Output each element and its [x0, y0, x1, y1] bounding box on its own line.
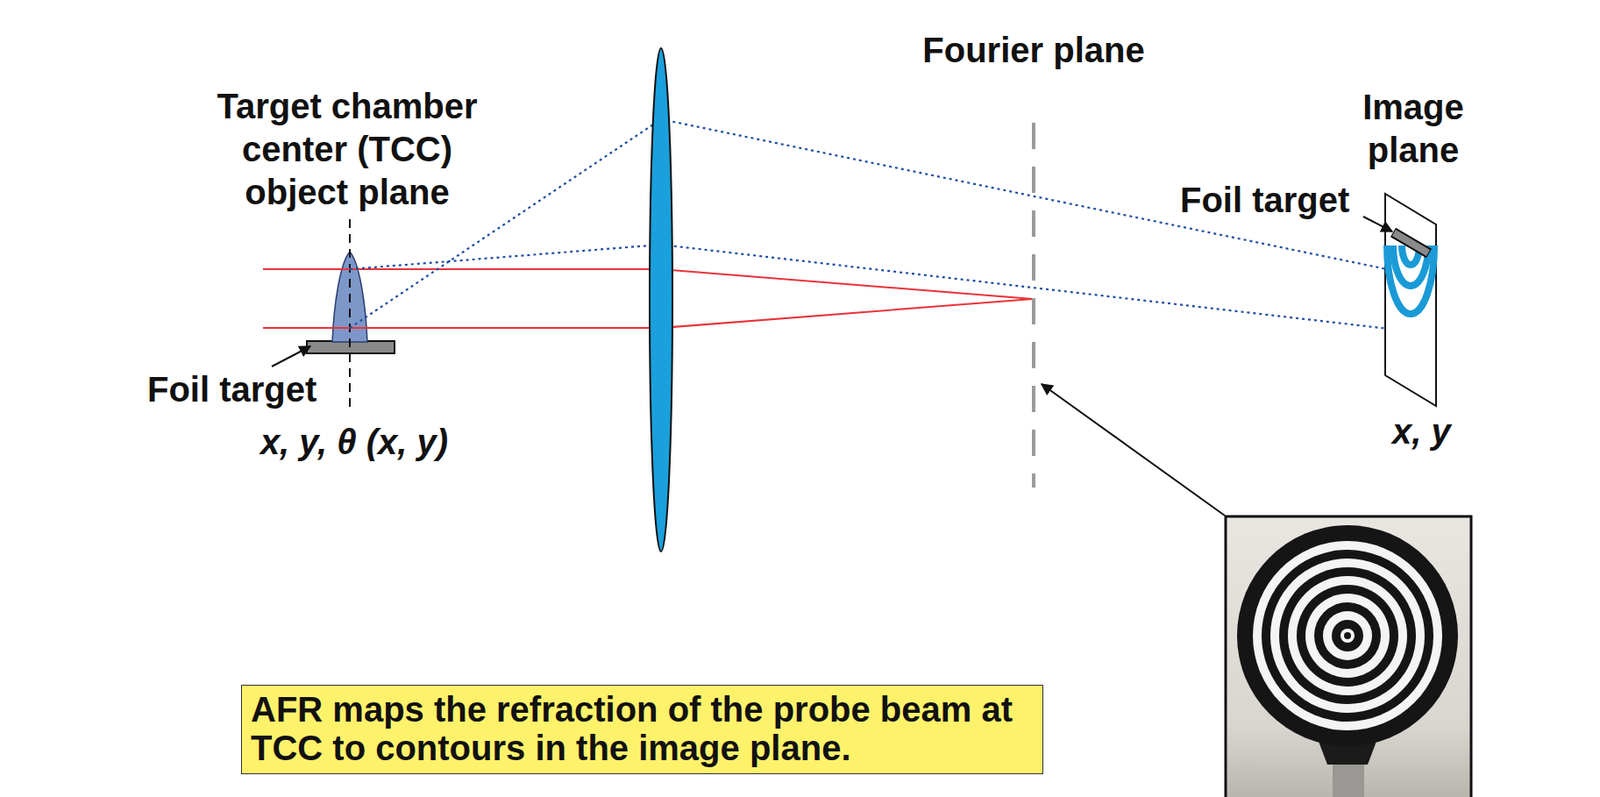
image-plane: [1385, 193, 1437, 406]
mask-ring: [1331, 619, 1364, 652]
plane-label: Target chamber center (TCC) object plane: [198, 85, 497, 214]
mask-ring: [1305, 593, 1390, 678]
plane-label: Image plane: [1343, 85, 1484, 172]
coordinate-label: x, y: [1392, 410, 1451, 454]
probe-ray: [263, 298, 1033, 328]
part-label: Foil target: [147, 368, 317, 412]
photo-frame: [1225, 516, 1472, 797]
coordinate-label: x, y, θ (x, y): [240, 420, 469, 464]
mask-ring: [1261, 549, 1434, 722]
part-label: Foil target: [1180, 178, 1350, 222]
note-box: AFR maps the refraction of the probe bea…: [241, 684, 1044, 775]
refracted-ray: [349, 244, 1389, 329]
mask-ring: [1252, 540, 1443, 731]
mask-ring: [1314, 602, 1381, 669]
lens: [649, 48, 673, 552]
plane-label: Fourier plane: [919, 28, 1148, 72]
mask-ring: [1279, 567, 1416, 704]
tcc-axis-overlay: [348, 219, 351, 411]
mask-ring: [1296, 584, 1399, 687]
mask-ring: [1340, 628, 1355, 643]
mask-holder: [1237, 525, 1458, 747]
leader-arrow: [271, 346, 311, 367]
mask-ring: [1322, 611, 1373, 661]
note-text: AFR maps the refraction of the probe bea…: [250, 689, 1034, 768]
photo-ground: [1225, 516, 1472, 797]
fourier-plane-line: [1031, 122, 1036, 488]
mask-ring: [1287, 576, 1408, 696]
foil-target-image-outline: [1393, 232, 1430, 254]
refracted-ray: [349, 119, 1408, 328]
foil-target-image: [1393, 233, 1429, 254]
probe-ray: [263, 269, 1033, 299]
leader-arrow: [1363, 216, 1393, 232]
leader-arrow: [1041, 384, 1225, 516]
tcc-axis: [348, 219, 351, 411]
mask-photo: [1225, 516, 1472, 797]
mask-center: [1344, 632, 1352, 640]
mask-ring: [1270, 558, 1425, 713]
